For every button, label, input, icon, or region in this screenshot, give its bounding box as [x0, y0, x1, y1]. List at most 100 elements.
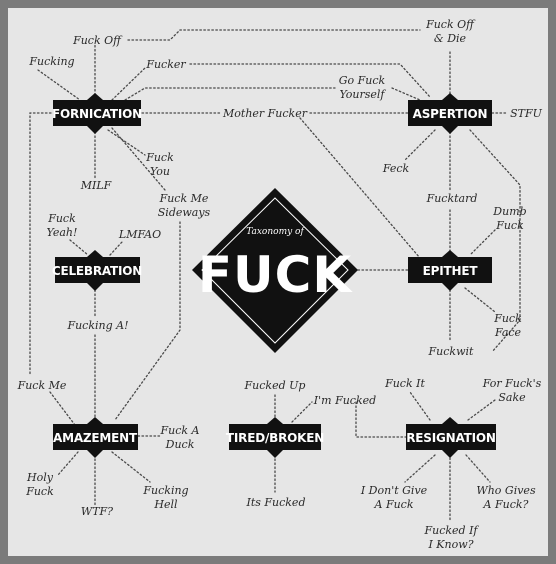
term-fuck-you-line1: Fuck: [145, 151, 174, 164]
resignation-pointer: [442, 450, 458, 458]
term-fuck-me-sideways-line2: Sideways: [158, 206, 211, 219]
connector-aspertion-feck: [404, 129, 436, 161]
term-fuck-a-duck-line1: Fuck A: [160, 424, 200, 437]
connector-celebration-lmfao: [109, 241, 123, 256]
connector-fuckmesideways-amazement: [114, 221, 181, 421]
term-fucked-if-line2: I Know?: [427, 538, 473, 551]
taxonomy-diagram: Taxonomy of FUCK FORNICATION ASPERTION C…: [8, 8, 548, 556]
epithet-box: [408, 257, 492, 283]
term-fuck-face-line2: Face: [494, 326, 522, 339]
term-holy-fuck-line1: Holy: [26, 471, 54, 484]
category-resignation: RESIGNATION: [406, 417, 496, 458]
term-fucking-hell-line1: Fucking: [142, 484, 188, 497]
tired-broken-pointer: [267, 450, 283, 458]
term-who-gives-line1: Who Gives: [476, 484, 536, 497]
term-fucker: Fucker: [145, 58, 186, 71]
connector-epithet-fuckface: [464, 287, 496, 313]
connector-celebration-fuckyeah: [69, 239, 89, 256]
diamond-shape: [192, 188, 358, 353]
title-line2: FUCK: [198, 246, 353, 304]
term-fuck-yeah-line2: Yeah!: [47, 226, 78, 239]
resignation-label: RESIGNATION: [406, 431, 496, 445]
term-fuck-me-sideways-line1: Fuck Me: [159, 192, 209, 205]
connector-gofuck-aspertion: [391, 87, 421, 101]
term-i-dont-give-line1: I Don't Give: [360, 484, 428, 497]
category-amazement: AMAZEMENT: [53, 417, 138, 458]
connector-tired-imfucked: [291, 401, 313, 423]
term-who-gives-line2: A Fuck?: [483, 498, 529, 511]
connector-resignation-fuckit: [409, 391, 431, 421]
connector-amazement-holyfuck: [57, 451, 79, 476]
term-fuck-yeah-line1: Fuck: [47, 212, 76, 225]
connector-fucker-aspertion: [189, 63, 431, 98]
connector-amazement-fuckinghell: [111, 451, 151, 483]
connector-fornication-fuckme: [29, 112, 56, 376]
term-dumb-fuck-line1: Dumb: [492, 205, 526, 218]
celebration-pointer: [87, 283, 103, 291]
term-lmfao: LMFAO: [118, 228, 161, 241]
tired-broken-top-pointer: [267, 417, 283, 424]
connector-fuckoff-fuckoffdie: [127, 29, 421, 41]
connector-imfucked-resignation: [355, 401, 409, 438]
aspertion-box: [408, 100, 492, 126]
fornication-pointer: [87, 126, 103, 134]
tired-broken-label: TIRED/BROKEN: [226, 431, 324, 445]
connector-dumbfuck-epithet: [469, 229, 496, 256]
term-fuck-you-line2: You: [150, 165, 170, 178]
term-fucking-a: Fucking A!: [66, 319, 128, 332]
center-diamond: Taxonomy of FUCK: [192, 188, 358, 353]
connector-fornication-gofuck: [124, 87, 336, 101]
category-epithet: EPITHET: [408, 250, 492, 291]
category-celebration: CELEBRATION: [52, 250, 142, 291]
term-fuck-off: Fuck Off: [72, 34, 123, 47]
amazement-pointer: [87, 450, 103, 458]
aspertion-label: ASPERTION: [413, 107, 488, 121]
term-fucktard: Fucktard: [426, 192, 478, 205]
term-fuck-it: Fuck It: [384, 377, 425, 390]
connector-fornication-fuckmesideways: [111, 127, 166, 191]
term-go-fuck-yourself-line1: Go Fuck: [339, 74, 386, 87]
connector-fuckme-amazement: [49, 391, 76, 426]
term-for-fucks-sake-line1: For Fuck's: [482, 377, 542, 390]
term-wtf: WTF?: [81, 505, 113, 518]
fornication-box: [53, 100, 141, 126]
term-go-fuck-yourself-line2: Yourself: [339, 88, 386, 101]
term-holy-fuck-line2: Fuck: [25, 485, 54, 498]
term-fuckwit: Fuckwit: [428, 345, 474, 358]
connector-resignation-whogives: [465, 454, 491, 483]
resignation-box: [406, 424, 496, 450]
connector-fornication-fucking: [37, 69, 81, 101]
term-fuck-a-duck-line2: Duck: [165, 438, 195, 451]
connector-aspertion-dumbfuck: [469, 129, 521, 353]
term-fucking: Fucking: [28, 55, 74, 68]
term-fuck-off-die-line2: & Die: [434, 32, 467, 45]
term-mother-fucker: Mother Fucker: [222, 107, 308, 120]
fornication-top-pointer: [87, 93, 103, 100]
celebration-top-pointer: [87, 250, 103, 257]
term-labels: Fuck Off Fuck Off & Die Fucking Fucker G…: [17, 18, 543, 551]
connectors: [29, 29, 521, 523]
term-fucking-hell-line2: Hell: [153, 498, 178, 511]
term-fuck-off-die-line1: Fuck Off: [425, 18, 476, 31]
term-fucked-if-line1: Fucked If: [423, 524, 479, 537]
term-i-dont-give-line2: A Fuck: [374, 498, 414, 511]
connector-motherfucker-epithet: [299, 117, 421, 259]
connector-resignation-forfuckssake: [467, 399, 496, 421]
title-line1: Taxonomy of: [246, 227, 305, 237]
celebration-box: [55, 257, 140, 283]
tired-broken-box: [229, 424, 321, 450]
diamond-outline: [201, 197, 349, 344]
term-feck: Feck: [382, 162, 410, 175]
celebration-label: CELEBRATION: [52, 264, 142, 278]
category-aspertion: ASPERTION: [408, 93, 492, 134]
term-stfu: STFU: [510, 107, 543, 120]
connector-fornication-fuckyou: [107, 129, 146, 156]
connector-fornication-fucker: [111, 67, 146, 101]
aspertion-pointer: [442, 126, 458, 134]
term-dumb-fuck-line2: Fuck: [495, 219, 524, 232]
term-for-fucks-sake-line2: Sake: [498, 391, 526, 404]
aspertion-top-pointer: [442, 93, 458, 100]
epithet-top-pointer: [442, 250, 458, 257]
term-milf: MILF: [80, 179, 112, 192]
